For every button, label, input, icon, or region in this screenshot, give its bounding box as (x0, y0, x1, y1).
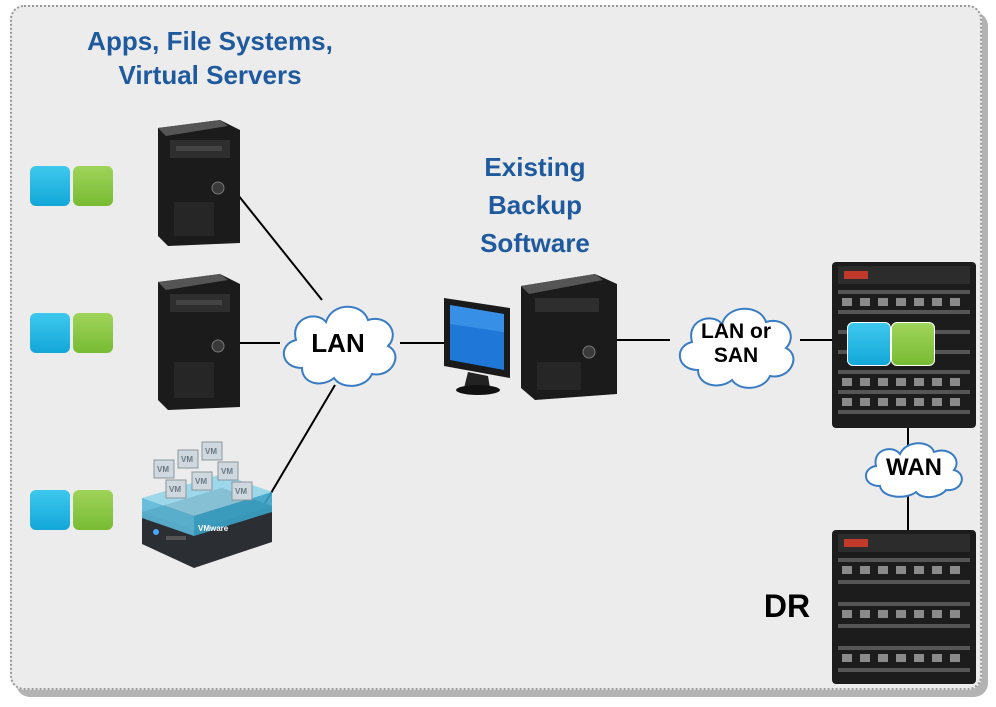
backup-server-icon (521, 274, 617, 400)
vm-label: VM (195, 477, 207, 486)
dr-appliance-icon (832, 530, 976, 684)
tile-blue-row1 (30, 166, 70, 206)
cloud-icon (865, 442, 963, 498)
vm-label: VM (235, 487, 247, 496)
monitor-icon (444, 298, 510, 395)
wan-cloud: WAN (858, 436, 970, 500)
sources-heading-line2: Virtual Servers (118, 60, 302, 90)
cloud-icon (282, 305, 397, 387)
vm-label: VM (169, 485, 181, 494)
tile-green-appliance (891, 322, 935, 366)
backup-heading-line1: Existing (484, 152, 586, 182)
vmware-host-icon: VM VM VM VM VM VM VM VMware (142, 441, 272, 568)
vmware-label: VMware (198, 524, 229, 533)
server-tower-icon (158, 274, 240, 410)
link-server1-lan (237, 194, 323, 301)
wan-label: WAN (886, 454, 942, 481)
lan-label: LAN (311, 327, 365, 358)
server-tower-icon (158, 120, 240, 246)
tile-blue-row3 (30, 490, 70, 530)
backup-software-heading: Existing Backup Software (440, 148, 630, 262)
backup-heading-line2: Backup (488, 190, 582, 220)
vm-label: VM (157, 465, 169, 474)
dr-label: DR (763, 588, 811, 624)
lan-or-san-cloud: LAN or SAN (668, 292, 804, 396)
tile-green-row2 (73, 313, 113, 353)
lan-cloud: LAN (272, 288, 404, 398)
lan-or-san-line2: SAN (713, 344, 759, 367)
cloud-icon (678, 307, 795, 389)
sources-heading: Apps, File Systems, Virtual Servers (50, 24, 370, 92)
vm-label: VM (205, 447, 217, 456)
lan-or-san-line1: LAN or (701, 320, 771, 343)
tile-green-row3 (73, 490, 113, 530)
vm-label: VM (181, 455, 193, 464)
sources-heading-line1: Apps, File Systems, (87, 26, 333, 56)
tile-green-row1 (73, 166, 113, 206)
tile-blue-appliance (847, 322, 891, 366)
backup-heading-line3: Software (480, 228, 590, 258)
tile-blue-row2 (30, 313, 70, 353)
vm-label: VM (221, 467, 233, 476)
lan-or-san-label: LAN or SAN (668, 292, 804, 396)
